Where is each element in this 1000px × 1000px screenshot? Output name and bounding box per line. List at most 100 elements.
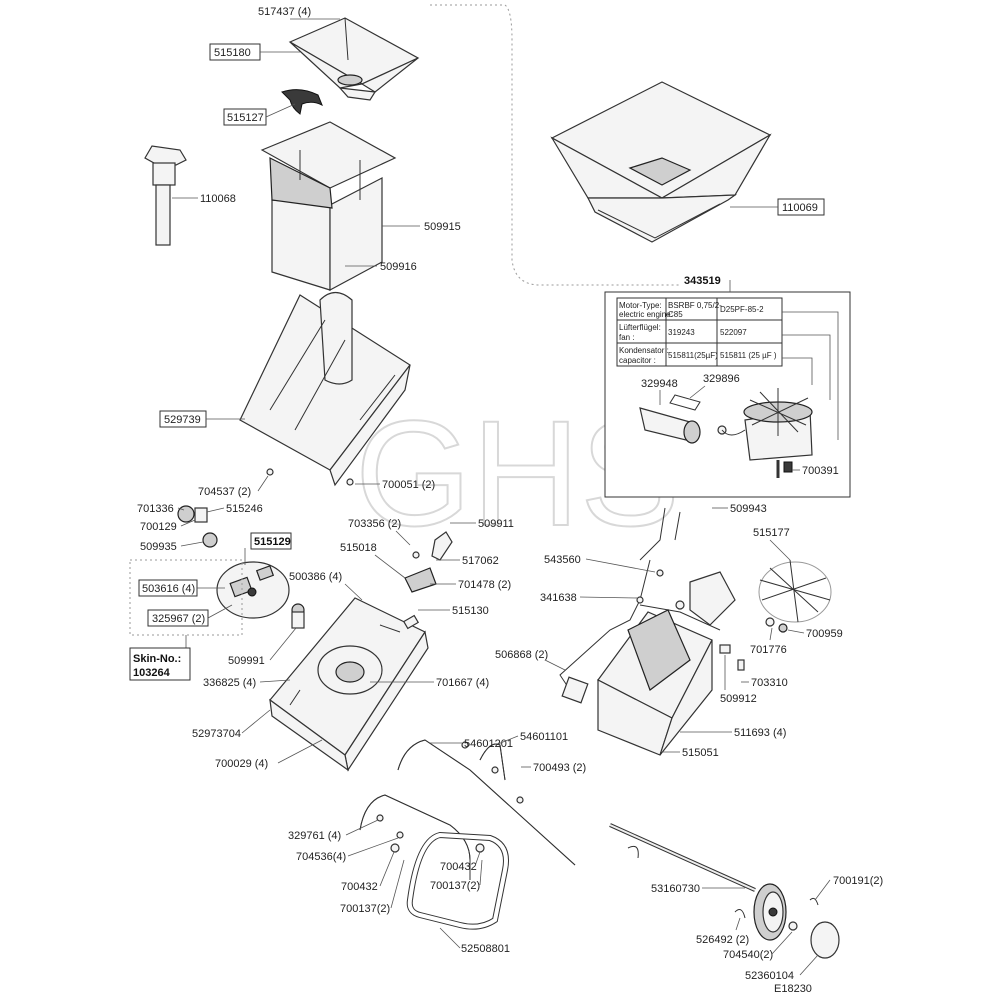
- label-52973704: 52973704: [192, 728, 241, 740]
- label-325967: 325967 (2): [152, 613, 205, 625]
- label-701336: 701336: [137, 503, 174, 515]
- label-509911: 509911: [478, 518, 514, 530]
- table-r1-c2a: BSRBF 0,75/2-: [668, 301, 722, 310]
- motor-kit-number: 343519: [684, 275, 721, 287]
- handle-frame-54601201: [359, 739, 576, 880]
- label-509935: 509935: [140, 541, 177, 553]
- label-515129: 515129: [254, 536, 291, 548]
- label-509943: 509943: [730, 503, 767, 515]
- label-701478: 701478 (2): [458, 579, 511, 591]
- cutter-disc-515129: [216, 561, 290, 619]
- label-704540: 704540(2): [723, 949, 773, 961]
- label-700432-left: 700432: [341, 881, 378, 893]
- label-515177: 515177: [753, 527, 790, 539]
- label-341638: 341638: [540, 592, 577, 604]
- label-700051: 700051 (2): [382, 479, 435, 491]
- label-700129: 700129: [140, 521, 177, 533]
- label-515130: 515130: [452, 605, 489, 617]
- label-701667: 701667 (4): [436, 677, 489, 689]
- label-700137-right: 700137(2): [430, 880, 480, 892]
- label-515051: 515051: [682, 747, 719, 759]
- label-703310: 703310: [751, 677, 788, 689]
- label-54601101: 54601101: [520, 731, 568, 743]
- label-704537: 704537 (2): [198, 486, 251, 498]
- motor-cover-515051: [597, 609, 713, 756]
- label-500386: 500386 (4): [289, 571, 342, 583]
- label-515018: 515018: [340, 542, 377, 554]
- label-511693: 511693 (4): [734, 727, 786, 739]
- wheel-52360104: [753, 883, 840, 959]
- label-700191: 700191(2): [833, 875, 883, 887]
- label-700432-right: 700432: [440, 861, 477, 873]
- label-110069: 110069: [782, 202, 818, 214]
- label-700137-left: 700137(2): [340, 903, 390, 915]
- label-110068: 110068: [200, 193, 236, 205]
- small-hopper-515180: [288, 17, 420, 101]
- spacer-515127: [281, 89, 323, 115]
- drawing-number: E18230: [774, 983, 812, 995]
- table-r3-c2a: 515811(25µF): [668, 351, 718, 360]
- label-509991: 509991: [228, 655, 265, 667]
- housing-529739: [239, 291, 411, 487]
- label-329948: 329948: [641, 378, 678, 390]
- table-r1-c1b: electric engine:: [619, 310, 673, 319]
- table-r2-c3a: 522097: [720, 328, 747, 337]
- table-r1-c3a: D25PF-85-2: [720, 305, 764, 314]
- label-700029: 700029 (4): [215, 758, 268, 770]
- label-529739: 529739: [164, 414, 201, 426]
- table-r1-c1a: Motor-Type:: [619, 301, 662, 310]
- switch-cable-assembly: [559, 507, 736, 704]
- base-plate-52973704: [269, 597, 429, 772]
- small-parts-right: [719, 617, 788, 671]
- table-r2-c1a: Lüfterflügel:: [619, 323, 661, 332]
- motor-kit-table: Motor-Type: electric engine: BSRBF 0,75/…: [616, 297, 783, 367]
- table-r2-c2a: 319243: [668, 328, 695, 337]
- label-329896: 329896: [703, 373, 740, 385]
- label-515246: 515246: [226, 503, 263, 515]
- table-r3-c3a: 515811 (25 µF ): [720, 351, 777, 360]
- label-54601201: 54601201: [464, 738, 513, 750]
- table-r2-c1b: fan :: [619, 333, 635, 342]
- label-700391: 700391: [802, 465, 839, 477]
- label-509915: 509915: [424, 221, 461, 233]
- label-329761: 329761 (4): [288, 830, 341, 842]
- label-336825: 336825 (4): [203, 677, 256, 689]
- label-526492: 526492 (2): [696, 934, 749, 946]
- inner-hopper-509915: [260, 121, 397, 292]
- label-703356: 703356 (2): [348, 518, 401, 530]
- knob-assembly: [177, 468, 354, 548]
- label-517062: 517062: [462, 555, 499, 567]
- axle-53160730: [609, 823, 756, 919]
- skin-number-box: [129, 647, 191, 681]
- label-52508801: 52508801: [461, 943, 510, 955]
- label-700493: 700493 (2): [533, 762, 586, 774]
- skin-group-box: [129, 559, 243, 636]
- label-517437: 517437 (4): [258, 6, 311, 18]
- label-701776: 701776: [750, 644, 787, 656]
- skin-line2: 103264: [133, 667, 171, 679]
- table-r1-c2b: C85: [668, 310, 683, 319]
- label-704536: 704536(4): [296, 851, 346, 863]
- label-506868: 506868 (2): [495, 649, 548, 661]
- label-53160730: 53160730: [651, 883, 700, 895]
- table-r3-c1b: capacitor :: [619, 356, 656, 365]
- handle-screws: [376, 741, 524, 853]
- label-515127: 515127: [227, 112, 264, 124]
- table-r3-c1a: Kondensator :: [619, 346, 669, 355]
- motor-shaft-parts: [291, 531, 453, 630]
- label-700959: 700959: [806, 628, 843, 640]
- label-509912: 509912: [720, 693, 757, 705]
- label-509916: 509916: [380, 261, 417, 273]
- fan-515177: [758, 559, 832, 623]
- label-52360104: 52360104: [745, 970, 794, 982]
- skin-line1: Skin-No.:: [133, 653, 181, 665]
- label-503616: 503616 (4): [142, 583, 195, 595]
- large-hopper-110069: [550, 81, 772, 243]
- dotted-connection-line: [430, 4, 680, 286]
- label-515180: 515180: [214, 47, 251, 59]
- motor-parts: [639, 311, 839, 478]
- label-543560: 543560: [544, 554, 581, 566]
- foot-frame-52508801: [406, 831, 509, 930]
- tamper-110068: [144, 145, 187, 246]
